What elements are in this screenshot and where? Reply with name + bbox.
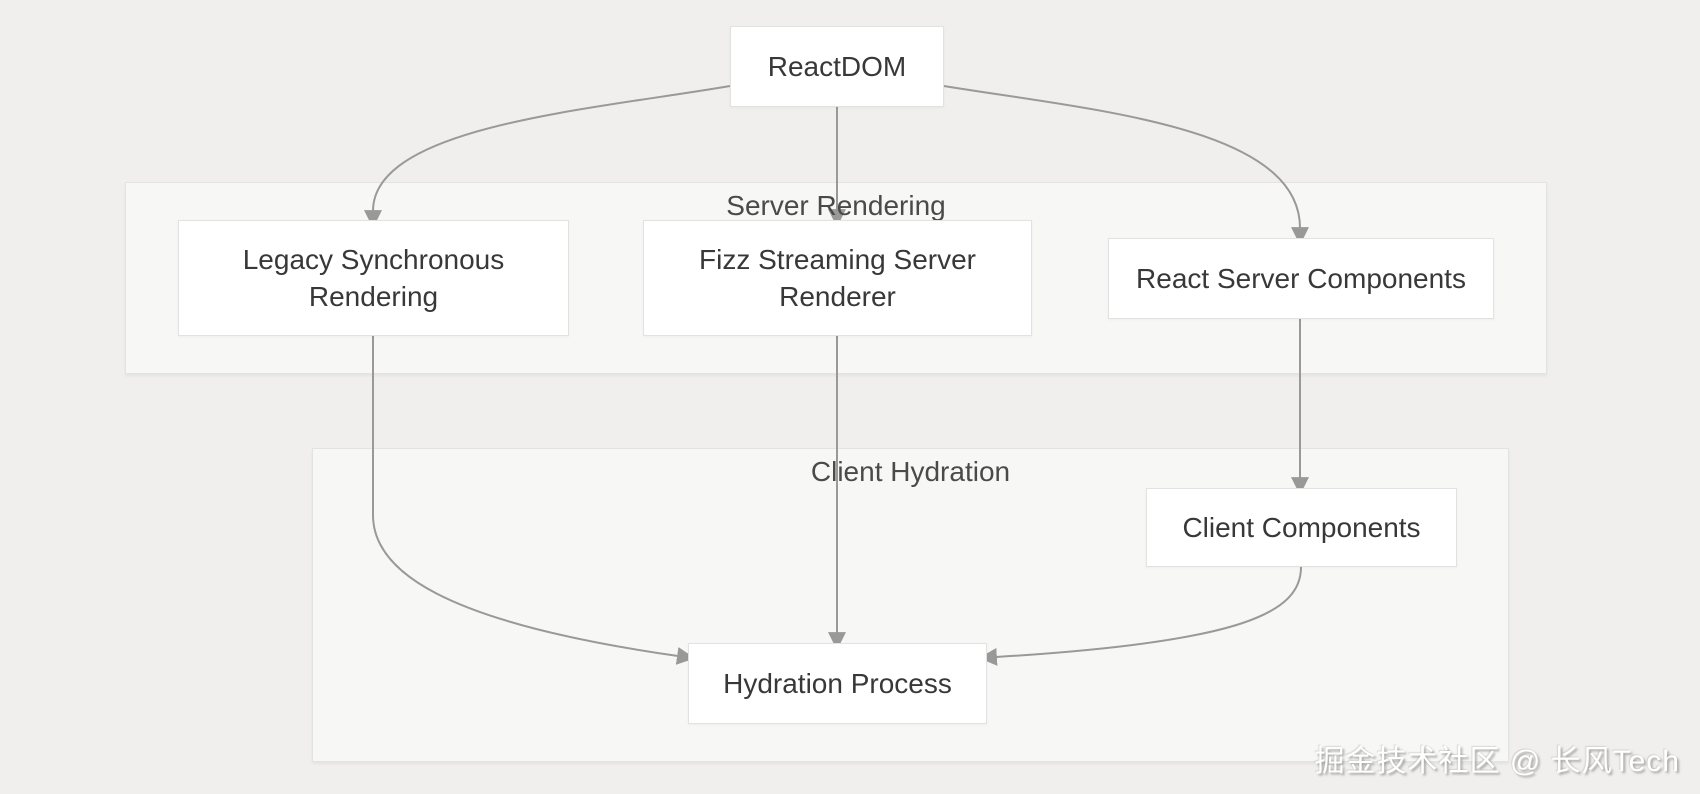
watermark-text: 掘金技术社区 @ 长风Tech — [1314, 745, 1680, 778]
node-client-components: Client Components — [1146, 488, 1457, 567]
group-label-client-hydration: Client Hydration — [810, 456, 1011, 487]
edge-reactdom-to-rsc — [943, 85, 1309, 246]
edge-client-components-to-hydration — [978, 566, 1302, 666]
group-label-server-rendering: Server Rendering — [726, 190, 946, 221]
node-legacy-synchronous-rendering: Legacy Synchronous Rendering — [178, 220, 569, 336]
node-hydration-process: Hydration Process — [688, 643, 987, 724]
node-react-server-components: React Server Components — [1108, 238, 1494, 319]
node-reactdom: ReactDOM — [730, 26, 944, 107]
node-fizz-streaming-server-renderer: Fizz Streaming Server Renderer — [643, 220, 1032, 336]
edge-legacy-to-hydration — [372, 336, 695, 665]
edge-reactdom-to-legacy — [364, 85, 731, 229]
